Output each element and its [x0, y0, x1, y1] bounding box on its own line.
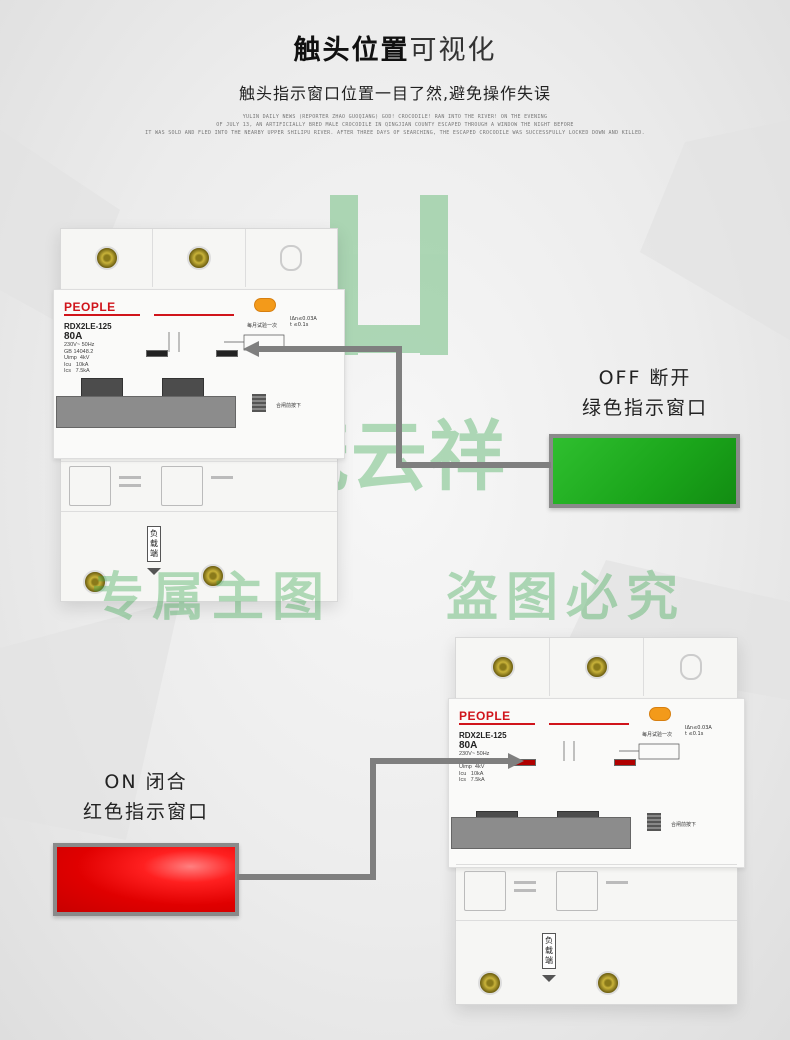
connector-line [370, 758, 510, 764]
on-callout: ON 闭合 红色指示窗口 [53, 767, 239, 827]
bottom-terminals: 负 载 端 [456, 920, 737, 1006]
terminal-screw-icon [83, 570, 107, 594]
arrow-down-icon [542, 975, 556, 982]
terminal-screw-icon [584, 655, 609, 679]
front-panel: PEOPLE RDX2LE-125 80A 230V~ 50Hz GB 1404… [448, 698, 745, 868]
brand-underline [154, 314, 234, 316]
off-desc: 绿色指示窗口 [581, 397, 708, 419]
bottom-terminals: 负 载 端 [61, 511, 337, 603]
arrow-down-icon [147, 568, 161, 575]
divider [119, 476, 141, 479]
connector-line [396, 462, 551, 468]
arrow-left-icon [243, 341, 259, 357]
lower-section [61, 461, 337, 511]
model-number: RDX2LE-125 80A [459, 731, 507, 751]
circuit-diagram-icon [563, 741, 680, 761]
terminal-screw-icon [596, 971, 620, 995]
test-spec: IΔn≤0.03A t ≤0.1s [290, 316, 317, 328]
divider [606, 881, 628, 884]
english-text-line: OF JULY 13, AN ARTIFICIALLY BRED MALE CR… [216, 122, 574, 128]
off-label: OFF 断开 [598, 367, 692, 389]
terminal-screw-icon [94, 246, 119, 270]
english-text-line: YULIN DAILY NEWS (REPORTER ZHAO GUOQIANG… [242, 114, 548, 120]
grip-icon [252, 394, 266, 412]
neutral-slot [280, 245, 303, 271]
on-label: ON 闭合 [104, 771, 188, 793]
on-red-swatch [53, 843, 239, 916]
divider [119, 484, 141, 487]
english-text-line: IT WAS SOLD AND FLED INTO THE NEARBY UPP… [145, 130, 645, 136]
title-bold: 触头位置 [293, 35, 410, 66]
on-desc: 红色指示窗口 [82, 801, 209, 823]
divider [514, 881, 536, 884]
watermark-right: 盗图必究 [446, 568, 687, 628]
handle-bar[interactable] [56, 396, 236, 428]
test-button[interactable] [254, 298, 276, 312]
page-subtitle: 触头指示窗口位置一目了然,避免操作失误 [238, 84, 552, 103]
brand-logo: PEOPLE [459, 709, 511, 723]
divider [514, 889, 536, 892]
test-button[interactable] [649, 707, 671, 721]
load-side-label: 负 载 端 [147, 526, 161, 562]
divider [211, 476, 233, 479]
contact-window-off [216, 350, 238, 357]
top-terminals [61, 229, 337, 287]
breaker-on: PEOPLE RDX2LE-125 80A 230V~ 50Hz GB 1404… [448, 637, 745, 1006]
terminal-screw-icon [201, 564, 225, 588]
rating-label: 80A [459, 740, 478, 751]
top-terminals [456, 638, 737, 696]
test-label: 每月试验一次 [247, 323, 278, 329]
page-title: 触头位置可视化 [0, 28, 790, 67]
lower-section [456, 864, 737, 920]
brand-logo: PEOPLE [64, 300, 116, 314]
close-label: 合闸前按下 [671, 822, 697, 828]
brand-underline [459, 723, 535, 725]
off-callout: OFF 断开 绿色指示窗口 [550, 363, 740, 423]
grip-icon [647, 813, 661, 831]
front-panel: PEOPLE RDX2LE-125 80A 230V~ 50Hz GB 1404… [53, 289, 345, 459]
model-label: RDX2LE-125 [459, 731, 507, 740]
neutral-slot [679, 654, 702, 680]
handle-bar[interactable] [451, 817, 631, 849]
watermark-left: 专属主图 [92, 568, 333, 628]
connector-line [237, 874, 375, 880]
brand-underline [549, 723, 629, 725]
terminal-screw-icon [186, 246, 211, 270]
test-spec: IΔn≤0.03A t ≤0.1s [685, 725, 712, 737]
load-side-label: 负 载 端 [542, 933, 556, 969]
title-rest: 可视化 [409, 35, 497, 66]
circuit-diagram-icon [168, 332, 285, 352]
brand-underline [64, 314, 140, 316]
terminal-screw-icon [478, 971, 502, 995]
connector-line [396, 346, 402, 468]
contact-window-off [146, 350, 168, 357]
terminal-screw-icon [490, 655, 515, 679]
model-number: RDX2LE-125 80A [64, 322, 112, 342]
contact-window-on [614, 759, 636, 766]
connector-line [370, 758, 376, 880]
wire-slot [464, 871, 506, 911]
arrow-right-icon [508, 753, 524, 769]
model-label: RDX2LE-125 [64, 322, 112, 331]
wire-slot [556, 871, 598, 911]
test-label: 每月试验一次 [642, 732, 673, 738]
wire-slot [161, 466, 203, 506]
breaker-off: PEOPLE RDX2LE-125 80A 230V~ 50Hz GB 1404… [53, 228, 345, 603]
close-label: 合闸前按下 [276, 403, 302, 409]
wire-slot [69, 466, 111, 506]
spec-text: 230V~ 50Hz GB 14048.2 Uimp 4kV Icu 10kA … [64, 342, 95, 374]
off-green-swatch [549, 434, 740, 508]
spec-text: 230V~ 50Hz GB 14048.2 Uimp 4kV Icu 10kA … [459, 751, 490, 783]
rating-label: 80A [64, 331, 83, 342]
connector-line [258, 346, 400, 352]
